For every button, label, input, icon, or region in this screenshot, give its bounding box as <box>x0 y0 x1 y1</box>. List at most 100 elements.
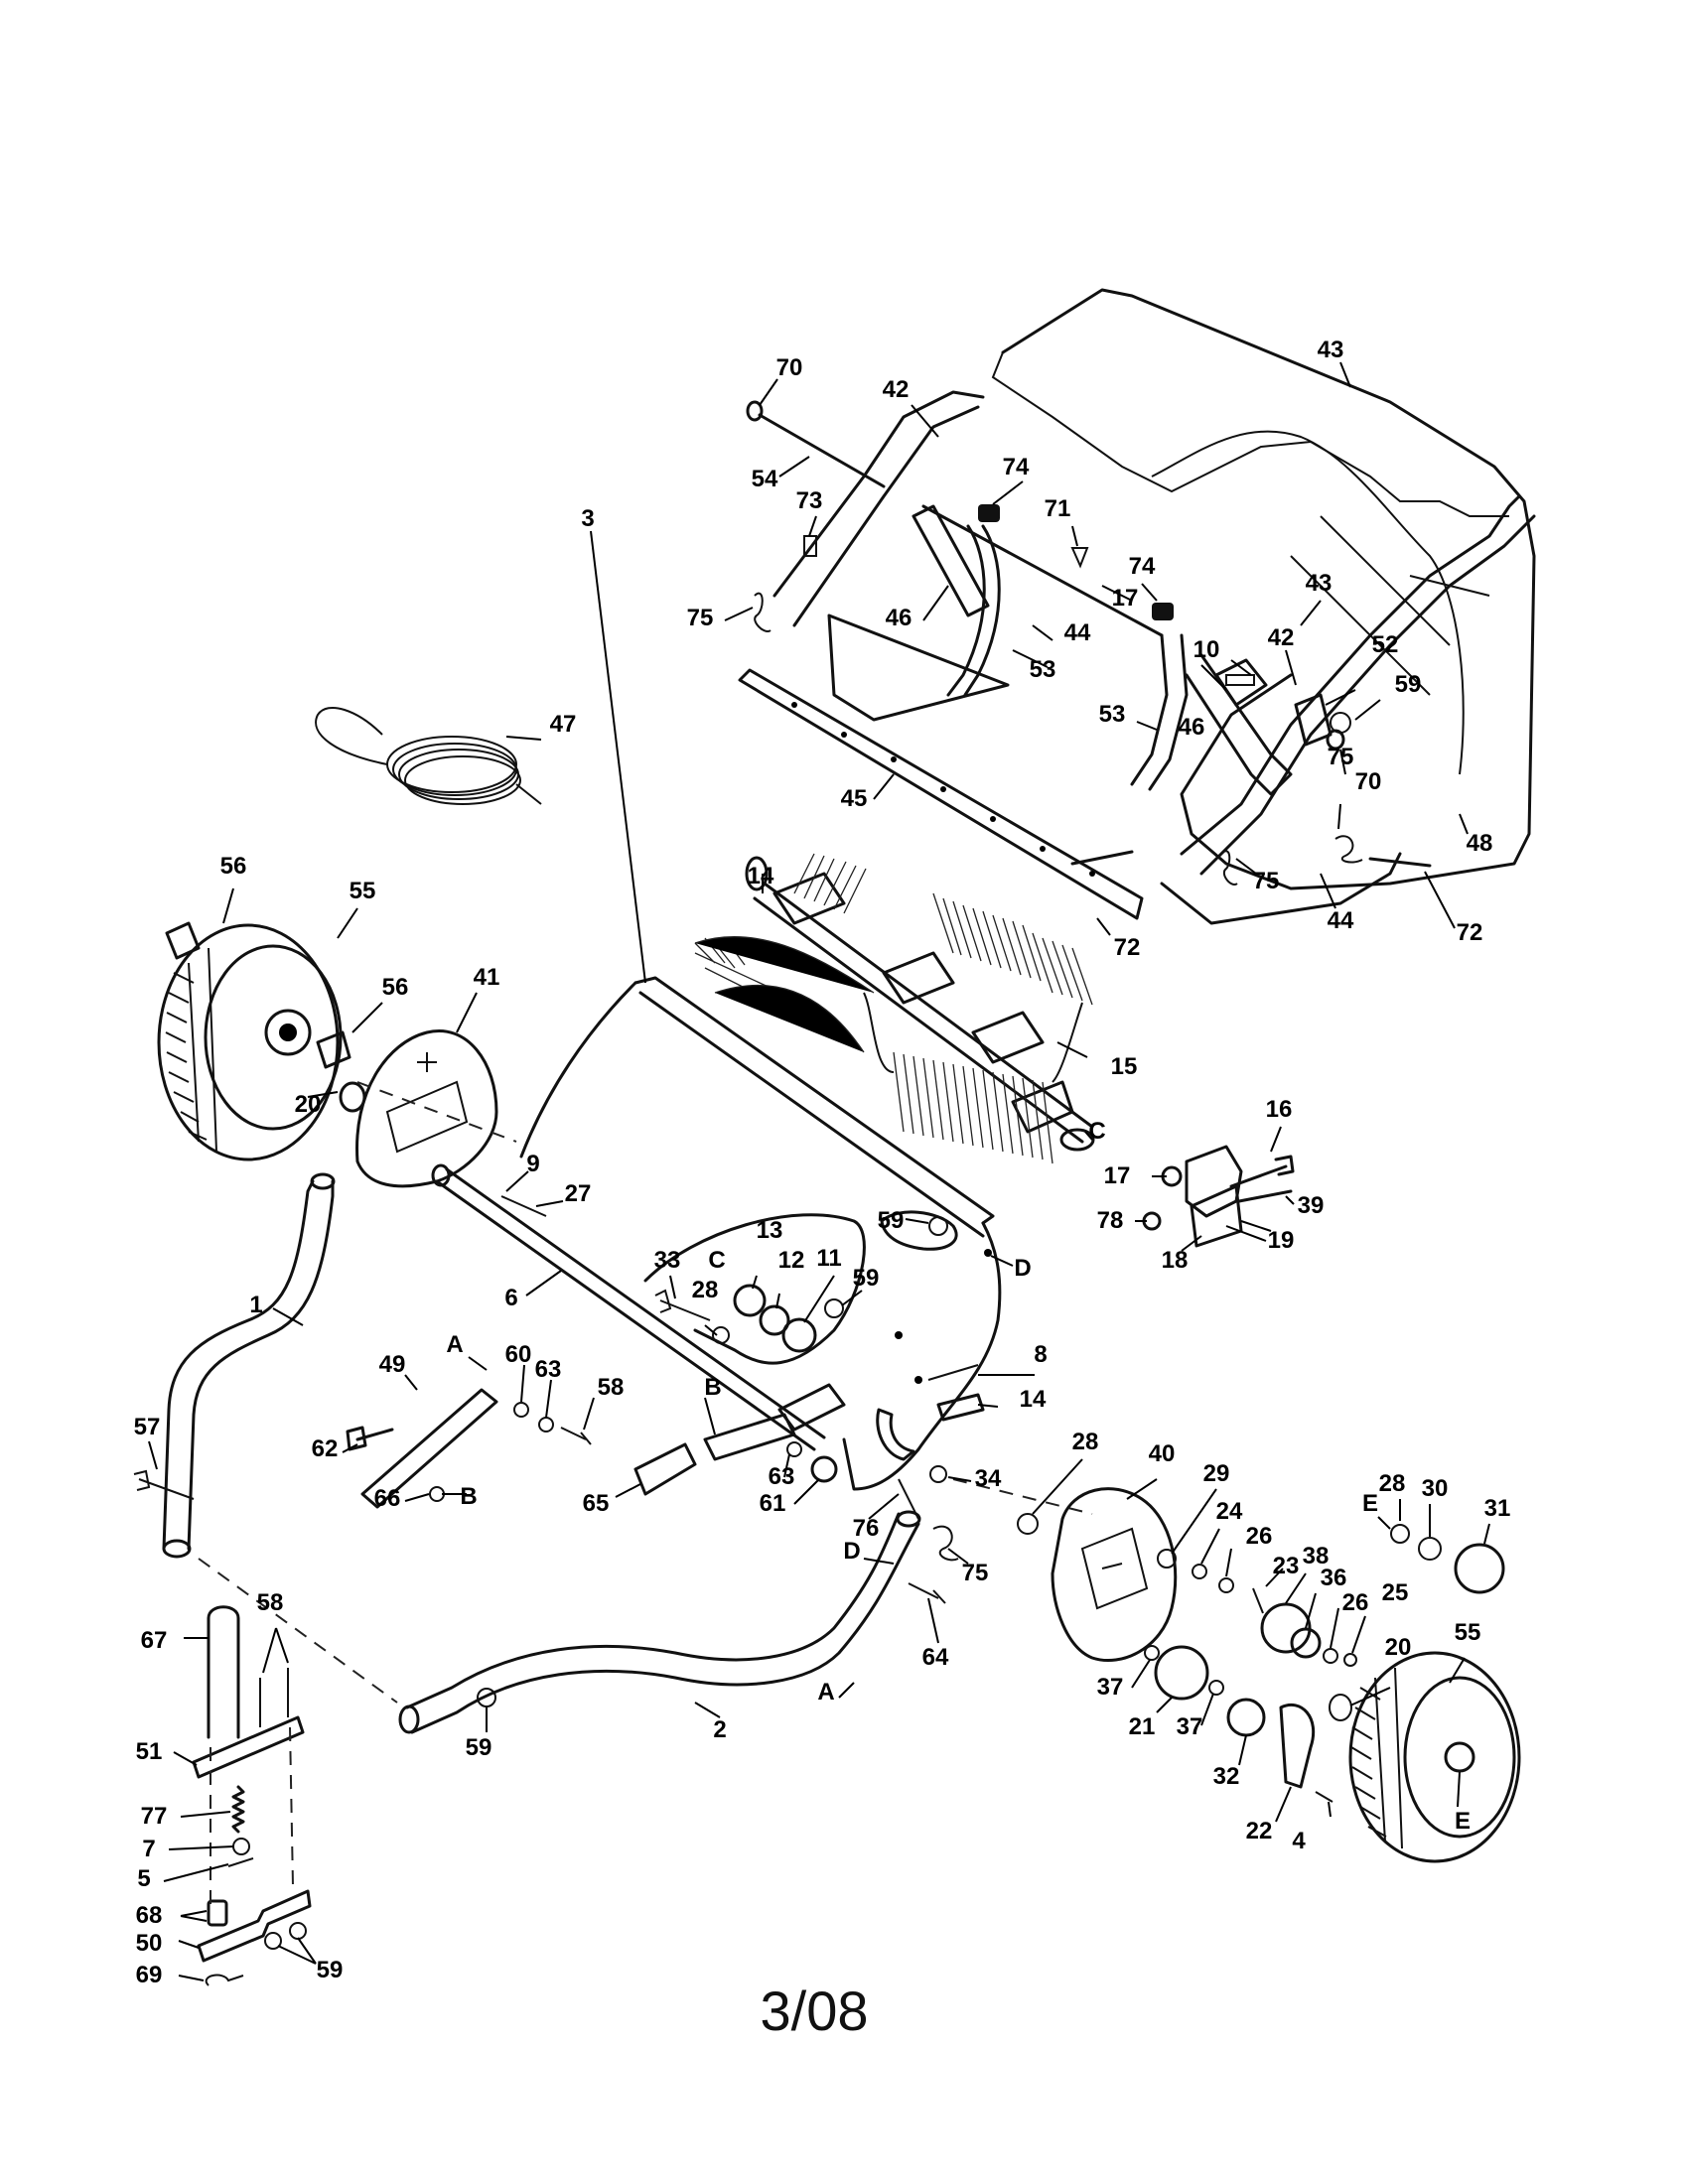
callout-27: 27 <box>565 1180 592 1207</box>
bolt-57 <box>133 1469 195 1500</box>
right-drive-assembly <box>952 1478 1521 1863</box>
callout-28: 28 <box>692 1277 719 1303</box>
gear-36 <box>1290 1627 1322 1659</box>
callout-56: 56 <box>220 853 247 880</box>
cap-70a <box>746 400 764 422</box>
callout-38: 38 <box>1303 1543 1330 1570</box>
callout-44: 44 <box>1064 619 1091 646</box>
screw-71 <box>1070 547 1089 569</box>
link-b <box>703 1413 796 1461</box>
cover-40 <box>1051 1487 1178 1663</box>
pin-69 <box>205 1974 244 1986</box>
callout-75: 75 <box>962 1560 989 1586</box>
nut-59a <box>1330 712 1351 734</box>
bolt-62 <box>346 1426 394 1451</box>
nut-59b <box>928 1216 948 1236</box>
hopper-bag <box>1001 288 1536 890</box>
bracket-18 <box>1185 1145 1243 1218</box>
brush-hub-a <box>772 872 846 925</box>
callout-51: 51 <box>136 1738 163 1765</box>
frame-tube-right <box>1160 852 1402 925</box>
frame-tube-left <box>792 405 980 627</box>
callout-63: 63 <box>769 1463 795 1490</box>
callout-42: 42 <box>1268 624 1295 651</box>
callout-60: 60 <box>505 1341 532 1368</box>
leader-lines <box>148 361 1490 1981</box>
callout-29: 29 <box>1203 1460 1230 1487</box>
callout-3: 3 <box>581 505 594 532</box>
hub-11 <box>781 1317 817 1353</box>
bracket-41 <box>355 1029 498 1188</box>
callout-77: 77 <box>141 1803 168 1830</box>
center-parts <box>133 1195 985 1707</box>
brush-hub-d <box>1011 1080 1074 1134</box>
end-cap-74a <box>978 504 1000 522</box>
housing-slot <box>880 1210 958 1251</box>
clip-75b <box>1220 850 1238 886</box>
cross-tube-53b <box>1130 633 1169 786</box>
callout-26: 26 <box>1342 1589 1369 1616</box>
callout-32: 32 <box>1213 1763 1240 1790</box>
callout-42: 42 <box>883 376 910 403</box>
washer-63a <box>538 1417 554 1433</box>
callout-b: B <box>460 1483 477 1510</box>
callout-47: 47 <box>550 711 577 738</box>
bag-top-flap <box>991 351 1509 517</box>
wheel-hub-left-center <box>279 1024 297 1041</box>
callout-14: 14 <box>1020 1386 1047 1413</box>
callout-28: 28 <box>1072 1429 1099 1455</box>
bolt-58 <box>560 1427 592 1445</box>
bolt-73 <box>803 535 817 557</box>
spring-77 <box>231 1785 245 1834</box>
nut-59e-b <box>289 1922 307 1940</box>
bag-seam <box>1290 515 1490 696</box>
bolt-10 <box>1225 674 1255 686</box>
callout-20: 20 <box>1385 1634 1412 1661</box>
callout-55: 55 <box>350 878 376 904</box>
callout-11: 11 <box>816 1245 841 1272</box>
callout-c: C <box>1088 1118 1105 1145</box>
callout-54: 54 <box>752 466 778 492</box>
clip-75a <box>754 592 772 632</box>
callout-9: 9 <box>526 1151 539 1177</box>
callout-70: 70 <box>1355 768 1382 795</box>
callout-d: D <box>843 1538 860 1565</box>
callout-76: 76 <box>853 1515 880 1542</box>
callout-66: 66 <box>374 1485 401 1512</box>
rod-54 <box>758 413 886 488</box>
callout-18: 18 <box>1162 1247 1189 1274</box>
washer-26b <box>1323 1648 1338 1664</box>
callout-74: 74 <box>1129 553 1156 580</box>
brush-hub-c <box>971 1011 1045 1064</box>
cross-tube-53a <box>946 524 986 697</box>
clip-75d <box>932 1525 959 1562</box>
callout-a: A <box>446 1331 463 1358</box>
frame-tube-rear <box>1180 494 1521 856</box>
sprocket-21 <box>1154 1645 1209 1701</box>
bolt-16 <box>1229 1155 1295 1188</box>
link-arms <box>346 1383 846 1509</box>
nut-61 <box>810 1455 838 1483</box>
callout-71: 71 <box>1045 495 1071 522</box>
wheel-hub-left <box>264 1009 312 1056</box>
callout-40: 40 <box>1149 1440 1176 1467</box>
nut-59c <box>824 1298 844 1318</box>
cross-tube-53a-inner <box>963 524 1001 697</box>
callout-23: 23 <box>1273 1553 1300 1579</box>
washer-28b <box>1017 1513 1039 1535</box>
callout-4: 4 <box>1292 1828 1306 1854</box>
callout-34: 34 <box>975 1465 1002 1492</box>
callout-48: 48 <box>1467 830 1493 857</box>
callout-68: 68 <box>136 1902 163 1929</box>
callout-50: 50 <box>136 1930 163 1957</box>
plate-51 <box>192 1715 305 1779</box>
callout-45: 45 <box>841 785 868 812</box>
callout-e: E <box>1362 1490 1378 1517</box>
housing-top-edge-b <box>638 991 985 1238</box>
wheel-55-left-rim <box>204 944 343 1131</box>
callout-43: 43 <box>1306 570 1333 597</box>
u-bolt-67 <box>207 1605 240 1739</box>
wheel-55-right-tread <box>1350 1667 1403 1849</box>
nut-59e-a <box>264 1932 282 1950</box>
frame-tube-rear-inner <box>1199 514 1536 876</box>
